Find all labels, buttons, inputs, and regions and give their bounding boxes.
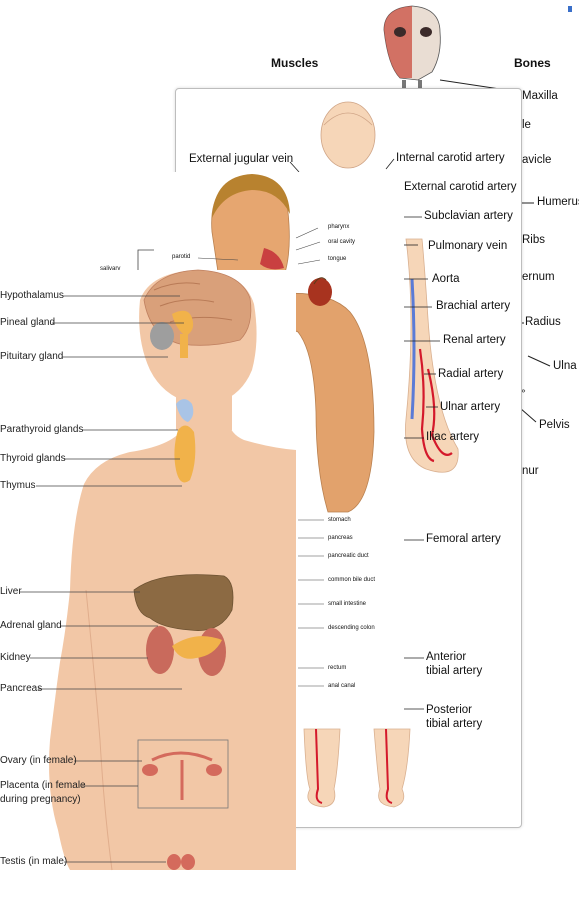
artery-label-ulnar: Ulnar artery — [440, 402, 500, 414]
digestive-label-pancreatic-duct: pancreatic duct — [328, 553, 369, 559]
bone-label-mandible: le — [522, 120, 531, 132]
muscles-header: Muscles — [271, 57, 318, 69]
digestive-label-parotid: parotid — [172, 254, 190, 260]
digestive-label-stomach: stomach — [328, 517, 351, 523]
digestive-label-anal-canal: anal canal — [328, 683, 355, 689]
digestive-label-descending-colon: descending colon — [328, 625, 375, 631]
artery-label-femoral: Femoral artery — [426, 534, 501, 546]
artery-label-anterior: Anterior — [426, 652, 466, 664]
artery-label-radial: Radial artery — [438, 369, 503, 381]
digestive-label-small-intestine: small intestine — [328, 601, 366, 607]
artery-label-posterior-tibial: tibial artery — [426, 719, 482, 731]
endocrine-label-pituitary-gland: Pituitary gland — [0, 352, 63, 362]
endocrine-label-thymus: Thymus — [0, 481, 36, 491]
endocrine-label-pancreas: Pancreas — [0, 684, 42, 694]
bone-label-humerus: Humerus — [537, 197, 579, 209]
endocrine-label-adrenal-gland: Adrenal gland — [0, 621, 62, 631]
artery-label-brachial: Brachial artery — [436, 301, 510, 313]
endocrine-illustration — [0, 270, 296, 910]
bone-label-sternum: ernum — [522, 272, 555, 284]
endocrine-label-placenta-note: during pregnancy) — [0, 795, 81, 805]
endocrine-label-kidney: Kidney — [0, 653, 31, 663]
endocrine-label-parathyroid-glands: Parathyroid glands — [0, 425, 83, 435]
bone-label-ulna: Ulna — [553, 361, 577, 373]
endocrine-label-liver: Liver — [0, 587, 22, 597]
endocrine-label-hypothalamus: Hypothalamus — [0, 291, 64, 301]
endocrine-label-placenta: Placenta (in female — [0, 781, 86, 791]
digestive-label-oral-cavity: oral cavity — [328, 239, 355, 245]
artery-label-anterior-tibial: tibial artery — [426, 666, 482, 678]
digestive-label-pharynx: pharynx — [328, 224, 349, 230]
digestive-label-tongue: tongue — [328, 256, 346, 262]
digestive-label-rectum: rectum — [328, 665, 346, 671]
artery-label-aorta: Aorta — [432, 274, 460, 286]
artery-label-external-jugular-vein: External jugular vein — [189, 154, 293, 166]
bone-label-femur: nur — [522, 466, 539, 478]
artery-label-subclavian: Subclavian artery — [424, 211, 513, 223]
artery-label-renal: Renal artery — [443, 335, 506, 347]
digestive-label-pancreas: pancreas — [328, 535, 353, 541]
artery-label-posterior: Posterior — [426, 705, 472, 717]
artery-label-external-carotid: External carotid artery — [404, 182, 517, 194]
bone-label-radius: Radius — [525, 317, 561, 329]
artery-label-internal-carotid: Internal carotid artery — [396, 153, 505, 165]
bone-label-ribs: Ribs — [522, 235, 545, 247]
artery-label-pulmonary-vein: Pulmonary vein — [428, 241, 507, 253]
endocrine-label-testis: Testis (in male) — [0, 857, 67, 867]
bones-header: Bones — [514, 57, 551, 69]
endocrine-chart: Hypothalamus Pineal gland Pituitary glan… — [0, 270, 296, 910]
endocrine-label-thyroid-glands: Thyroid glands — [0, 454, 66, 464]
endocrine-label-ovary: Ovary (in female) — [0, 756, 77, 766]
artery-label-iliac: Iliac artery — [426, 432, 479, 444]
bone-label-pelvis: Pelvis — [539, 420, 570, 432]
bone-label-maxilla: Maxilla — [522, 91, 558, 103]
bone-label-clavicle: avicle — [522, 155, 551, 167]
digestive-label-common-bile-duct: common bile duct — [328, 577, 375, 583]
endocrine-label-pineal-gland: Pineal gland — [0, 318, 55, 328]
